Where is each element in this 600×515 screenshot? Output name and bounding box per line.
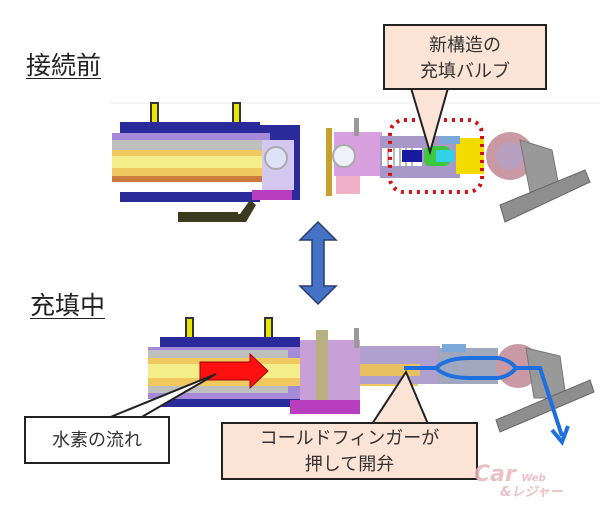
callout-pointer-hydrogen	[107, 373, 217, 419]
callout-cold-finger: コールドフィンガーが 押して開弁	[221, 422, 478, 480]
watermark-car: Car	[474, 462, 516, 487]
callout-hydrogen-flow: 水素の流れ	[24, 416, 170, 464]
gas-path-arrowhead	[550, 425, 570, 446]
receptacle-before	[326, 118, 591, 223]
watermark-leisure: &レジャー	[500, 485, 563, 500]
callout-cold-finger-line1: コールドフィンガーが	[259, 428, 440, 449]
callout-cold-finger-line2: 押して開弁	[304, 454, 395, 475]
transition-double-arrow	[298, 220, 338, 306]
callout-pointer-cold-finger	[371, 369, 429, 425]
heading-before-connection: 接続前	[26, 51, 102, 80]
watermark-web: Web	[521, 473, 546, 484]
nozzle-connected	[148, 317, 595, 433]
callout-new-valve-line2: 充填バルブ	[420, 61, 510, 82]
callout-pointer-new-valve	[410, 87, 449, 156]
callout-hydrogen-flow-text: 水素の流れ	[52, 430, 142, 451]
nozzle-before	[112, 102, 300, 222]
callout-new-valve-line1: 新構造の	[429, 35, 501, 56]
watermark-logo: Car Web &レジャー	[474, 462, 563, 500]
callout-new-valve: 新構造の 充填バルブ	[383, 24, 547, 90]
heading-during-filling: 充填中	[30, 291, 106, 320]
hydrogen-flow-arrow	[199, 352, 269, 390]
gas-path-line	[404, 356, 564, 437]
